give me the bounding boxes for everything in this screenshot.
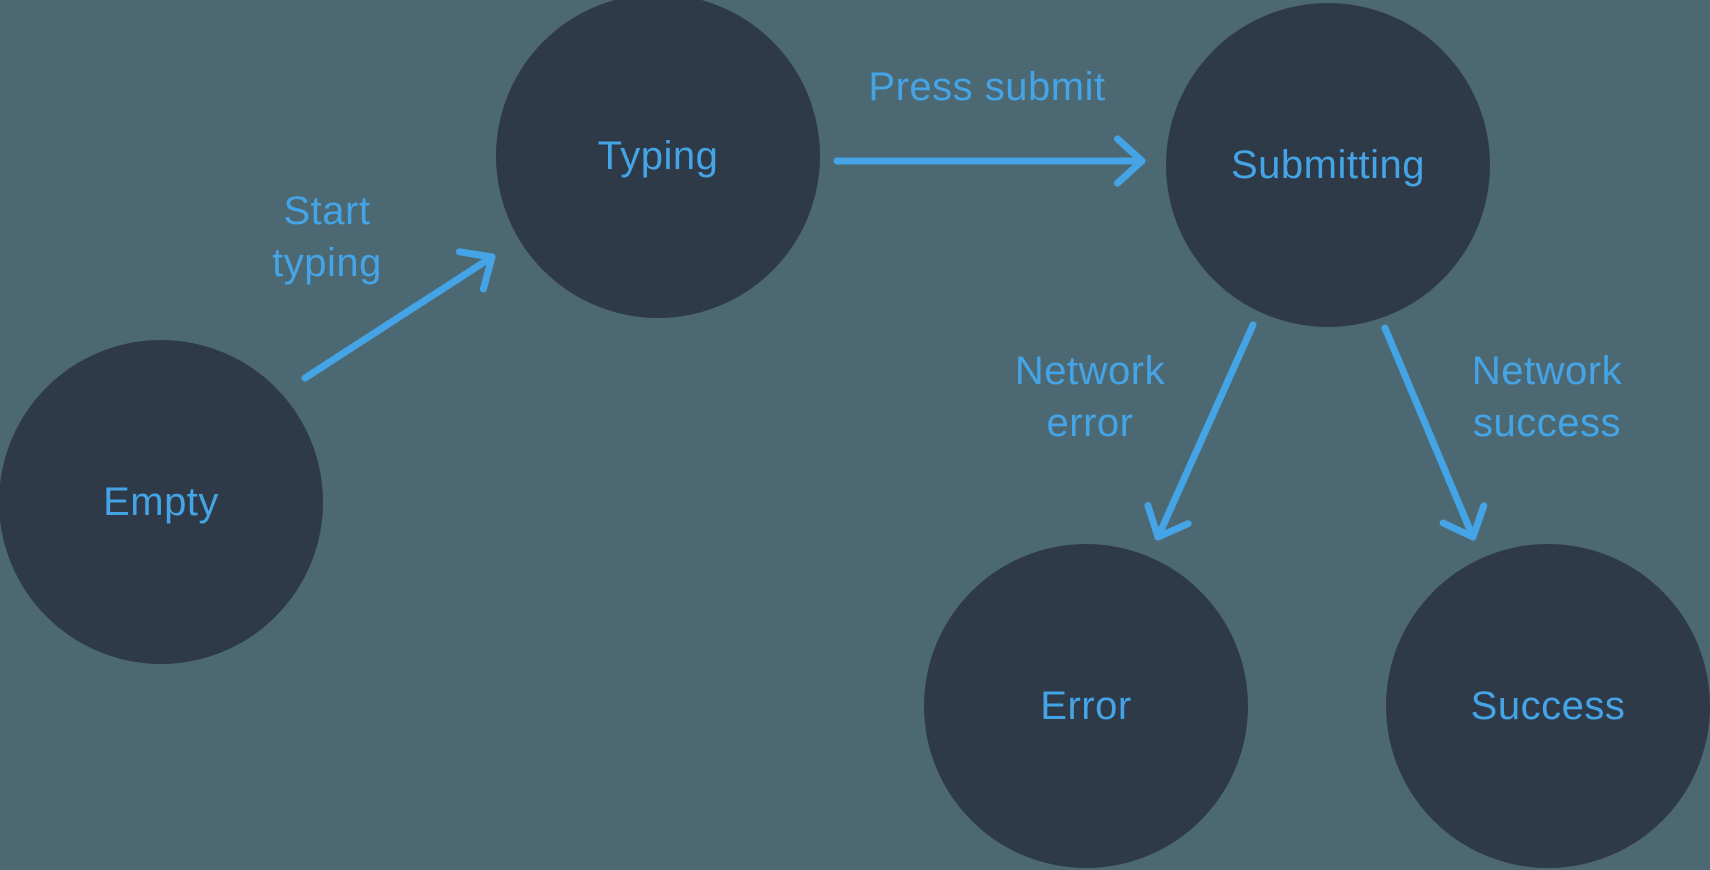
- transition-arrow-network-error: [1144, 321, 1257, 541]
- transition-label-press-submit: Press submit: [868, 65, 1106, 109]
- arrowhead-chevron-arm: [1144, 502, 1162, 541]
- arrow-shaft: [1154, 321, 1257, 541]
- state-node-empty: Empty: [0, 340, 323, 664]
- state-node-label-success: Success: [1470, 684, 1626, 728]
- state-node-label-error: Error: [1040, 684, 1132, 728]
- state-node-label-typing: Typing: [597, 134, 719, 178]
- state-node-typing: Typing: [496, 0, 820, 318]
- transition-label-network-error: Network error: [1014, 349, 1166, 445]
- arrowhead-chevron-arm: [1154, 520, 1192, 541]
- arrowhead-chevron-arm: [1469, 502, 1488, 541]
- transition-label-start-typing: Start typing: [272, 189, 382, 285]
- state-node-label-submitting: Submitting: [1231, 143, 1425, 187]
- transition-arrow-start-typing: [301, 248, 496, 382]
- transition-arrow-network-success: [1381, 324, 1488, 541]
- state-node-error: Error: [924, 544, 1248, 868]
- arrowhead-chevron-arm: [455, 248, 496, 261]
- arrowhead-chevron-arm: [1114, 135, 1146, 165]
- arrow-shaft: [1381, 324, 1477, 541]
- arrowhead-chevron-arm: [479, 253, 496, 293]
- arrowhead-chevron-arm: [1439, 519, 1477, 541]
- state-node-submitting: Submitting: [1166, 3, 1490, 327]
- transition-label-network-success: Network success: [1471, 349, 1623, 445]
- state-node-success: Success: [1386, 544, 1710, 868]
- arrowhead-chevron-arm: [1114, 157, 1146, 187]
- state-node-label-empty: Empty: [103, 480, 219, 524]
- transition-arrow-press-submit: [833, 135, 1146, 187]
- arrow-shaft: [301, 253, 496, 382]
